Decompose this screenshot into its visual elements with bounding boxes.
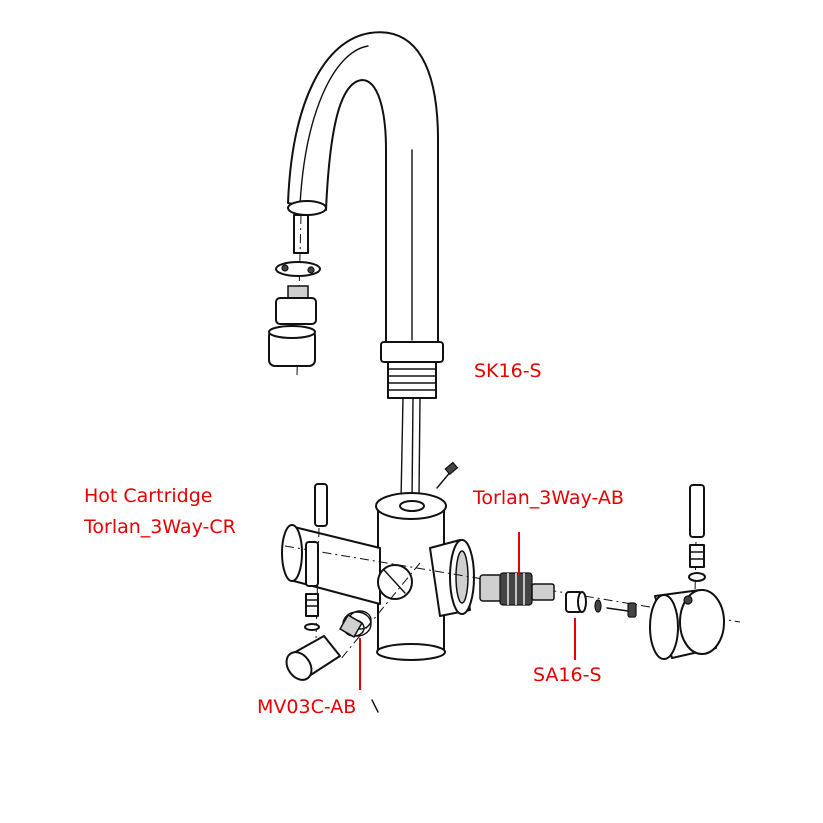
aerator-assembly [268,214,321,376]
left-hot-pins [304,483,328,631]
label-valve: MV03C-AB [257,696,357,718]
spout-tubes [400,397,421,501]
label-hot-cartridge: Hot Cartridge [84,485,213,507]
left-small-handle [285,635,341,681]
right-pins [688,484,706,582]
spout-base-thread [380,341,444,399]
cold-cartridge [479,572,555,606]
sa16-adapter [565,591,587,613]
gooseneck-spout [287,31,439,346]
washer-screw [594,599,637,618]
label-hot-cartridge-model: Torlan_3Way-CR [84,516,236,538]
leader-mv03c-tail [371,699,379,713]
label-handle-adapter: SA16-S [533,664,602,686]
mv03c-valve [339,610,372,638]
label-cold-cartridge: Torlan_3Way-AB [473,487,624,509]
top-screw [436,461,459,489]
faucet-body [281,492,475,661]
right-main-handle [649,589,725,660]
label-spout: SK16-S [474,360,542,382]
